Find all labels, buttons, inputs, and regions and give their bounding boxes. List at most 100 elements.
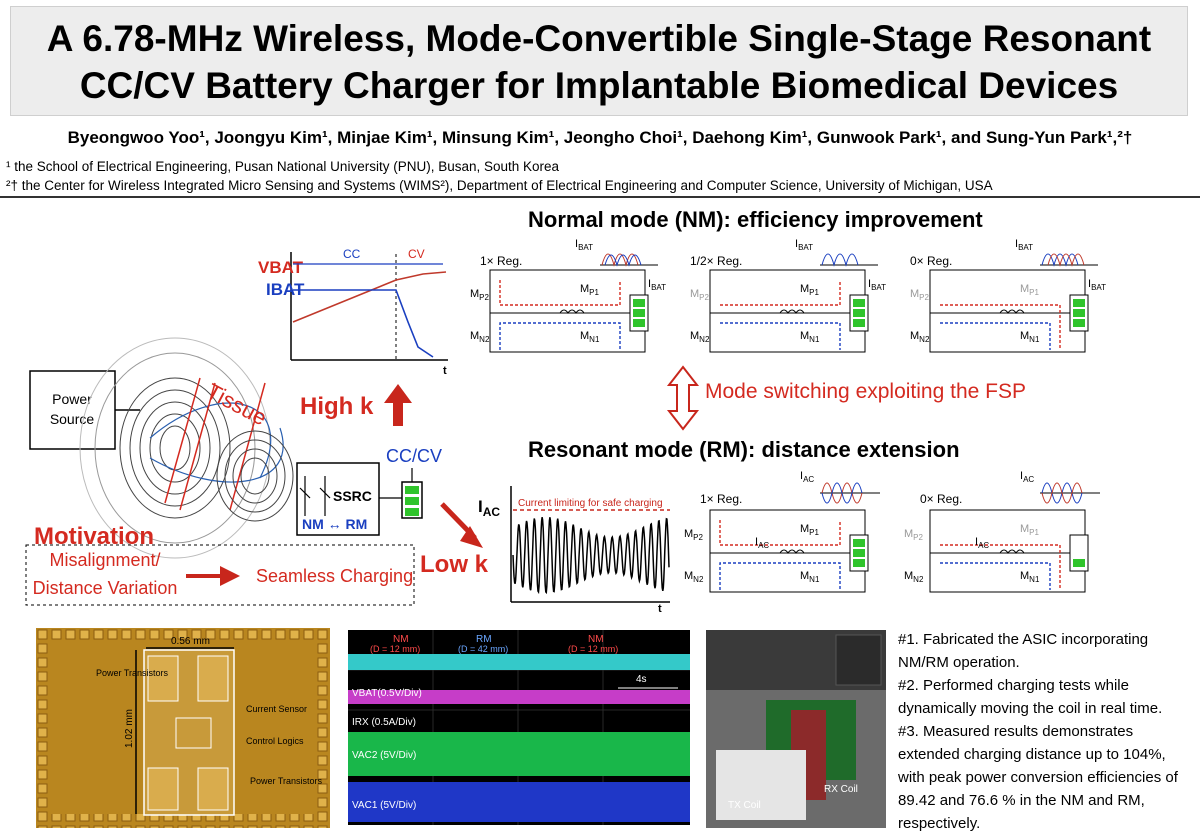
system-overview-figure: Power Source Tissue SSRC NM ↔ RM CC/CV [25, 337, 489, 606]
affiliation-1: ¹ the School of Electrical Engineering, … [6, 159, 560, 174]
cccv-label: CC/CV [386, 446, 442, 466]
vbat-label: VBAT [258, 258, 304, 277]
ssrc-label: SSRC [333, 488, 372, 504]
vbat-curve [292, 271, 447, 323]
nm-section-title: Normal mode (NM): efficiency improvement [528, 207, 983, 232]
svg-text:NM: NM [393, 634, 409, 645]
rm-waveform: IAC Current limiting for safe charging t [478, 486, 670, 615]
ibat-curve [293, 289, 434, 358]
svg-text:(D = 42 mm): (D = 42 mm) [458, 644, 508, 654]
svg-text:0× Reg.: 0× Reg. [920, 492, 962, 506]
author-list: Byeongwoo Yoo¹, Joongyu Kim¹, Minjae Kim… [67, 128, 1133, 147]
field-lines [149, 402, 284, 483]
svg-text:MP1: MP1 [1020, 523, 1040, 537]
right-arrow-icon [220, 566, 240, 586]
svg-text:IBAT: IBAT [575, 238, 593, 252]
svg-text:IAC: IAC [755, 536, 769, 550]
svg-text:4s: 4s [636, 674, 647, 685]
low-k-label: Low k [420, 551, 489, 578]
svg-text:MP2: MP2 [690, 288, 710, 302]
svg-text:IBAT: IBAT [1015, 238, 1033, 252]
chip-label-power-bottom: Power Transistors [250, 776, 323, 786]
svg-text:MN1: MN1 [800, 330, 820, 344]
trace-irx: IRX (0.5A/Div) [352, 717, 416, 728]
iac-sub: AC [483, 505, 501, 519]
svg-text:MN2: MN2 [690, 330, 710, 344]
trace-vac1: VAC1 (5V/Div) [352, 800, 416, 811]
seamless-charging-label: Seamless Charging [256, 566, 413, 586]
svg-text:MP2: MP2 [470, 288, 490, 302]
double-arrow-icon [666, 365, 700, 431]
svg-text:(D = 12 mm): (D = 12 mm) [370, 644, 420, 654]
nm-circuit-3: 0× Reg. MP2 MN2 MP1 MN1 IBAT IBAT [910, 238, 1106, 353]
results-text: #1. Fabricated the ASIC incorporating NM… [898, 631, 1178, 832]
svg-text:MP1: MP1 [800, 523, 820, 537]
affiliation-2: ²† the Center for Wireless Integrated Mi… [6, 178, 993, 193]
iac-waveform [512, 517, 670, 595]
svg-text:MN2: MN2 [910, 330, 930, 344]
svg-text:1/2× Reg.: 1/2× Reg. [690, 254, 742, 268]
svg-text:0× Reg.: 0× Reg. [910, 254, 952, 268]
svg-text:IBAT: IBAT [648, 278, 666, 292]
chip-micrograph: 0.56 mm 1.02 mm Power Transistors Curren… [36, 628, 330, 828]
t-axis-label: t [443, 365, 447, 377]
rx-coil [216, 430, 294, 522]
power-source-box [29, 370, 116, 450]
cccv-plot: VBAT IBAT CC CV t [258, 247, 448, 377]
rm-circuit-2: 0× Reg. MP2 MN2 MP1 MN1 IAC IAC [904, 470, 1100, 593]
svg-text:NM: NM [588, 634, 604, 645]
chip-width-label: 0.56 mm [171, 636, 210, 647]
svg-text:MN2: MN2 [684, 570, 704, 584]
nm-rm-label: NM ↔ RM [302, 516, 367, 532]
svg-text:t: t [658, 603, 662, 615]
rm-circuit-1: 1× Reg. MP2 MN2 MP1 MN1 IAC IAC [684, 470, 880, 593]
cc-label: CC [343, 247, 361, 261]
high-k-label: High k [300, 393, 374, 420]
svg-text:MP2: MP2 [684, 528, 704, 542]
svg-text:MN2: MN2 [470, 330, 490, 344]
svg-text:IBAT: IBAT [1088, 278, 1106, 292]
misalignment-label-1: Misalignment/ [49, 550, 160, 570]
nm-circuit-2: 1/2× Reg. MP2 MN2 MP1 MN1 IBAT IBAT [690, 238, 886, 353]
svg-text:MN1: MN1 [580, 330, 600, 344]
rx-coil-label: RX Coil [824, 784, 858, 795]
ibat-label: IBAT [266, 280, 305, 299]
current-limit-label: Current limiting for safe charging [518, 498, 663, 509]
svg-text:MN2: MN2 [904, 570, 924, 584]
svg-text:MP2: MP2 [904, 528, 924, 542]
ssrc-box [296, 462, 380, 536]
power-source-label-2: Source [50, 411, 95, 427]
cv-label: CV [408, 247, 425, 261]
motivation-box [25, 544, 415, 606]
svg-text:IBAT: IBAT [795, 238, 813, 252]
svg-text:1× Reg.: 1× Reg. [700, 492, 742, 506]
title-banner: A 6.78-MHz Wireless, Mode-Convertible Si… [10, 6, 1188, 116]
tissue-label: Tissue [203, 378, 271, 430]
svg-text:RM: RM [476, 634, 492, 645]
svg-text:IAC: IAC [975, 536, 989, 550]
svg-text:IAC: IAC [1020, 470, 1034, 484]
svg-text:IAC: IAC [800, 470, 814, 484]
svg-text:MN1: MN1 [800, 570, 820, 584]
tx-coil-label: TX Coil [728, 800, 761, 811]
paper-title-line2: CC/CV Battery Charger for Implantable Bi… [79, 65, 1119, 106]
trace-vbat: VBAT(0.5V/Div) [352, 688, 422, 699]
divider [0, 196, 1200, 198]
rm-section-title: Resonant mode (RM): distance extension [528, 437, 960, 462]
nm-circuits: 1× Reg. MP2 MN2 MP1 MN1 IBAT IBAT 1/2× R… [470, 238, 1106, 353]
up-arrow-icon [384, 384, 412, 426]
chip-label-control: Control Logics [246, 736, 304, 746]
svg-text:MP1: MP1 [800, 283, 820, 297]
svg-text:1× Reg.: 1× Reg. [480, 254, 522, 268]
svg-text:MN1: MN1 [1020, 570, 1040, 584]
down-right-arrow-icon [460, 526, 483, 548]
mode-switching-label: Mode switching exploiting the FSP [705, 380, 1026, 403]
svg-text:MP1: MP1 [580, 283, 600, 297]
oscilloscope-capture: NM (D = 12 mm) RM (D = 42 mm) NM (D = 12… [348, 630, 690, 825]
chip-label-current-sensor: Current Sensor [246, 704, 307, 714]
chip-label-power-top: Power Transistors [96, 668, 169, 678]
svg-text:IAC: IAC [478, 497, 500, 519]
nm-circuit-1: 1× Reg. MP2 MN2 MP1 MN1 IBAT IBAT [470, 238, 666, 353]
trace-vac2: VAC2 (5V/Div) [352, 750, 416, 761]
svg-text:MP1: MP1 [1020, 283, 1040, 297]
